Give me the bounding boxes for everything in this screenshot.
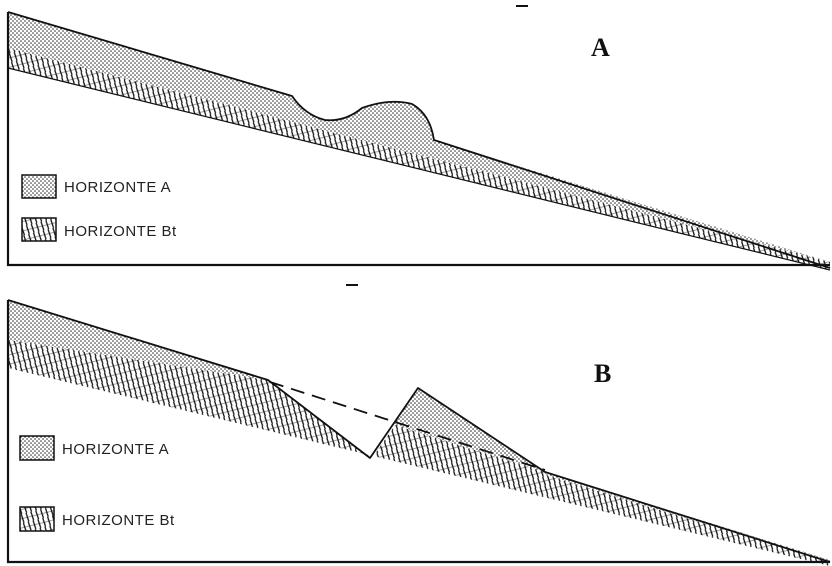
panel-b: B HORIZONTE A HORIZONTE Bt xyxy=(8,285,830,566)
panel-a-legend: HORIZONTE A HORIZONTE Bt xyxy=(22,175,177,241)
legend-label-horizonte-a: HORIZONTE A xyxy=(62,441,169,458)
legend-swatch-horizonte-a xyxy=(20,436,54,460)
legend-label-horizonte-bt: HORIZONTE Bt xyxy=(64,223,177,240)
legend-label-horizonte-a: HORIZONTE A xyxy=(64,179,171,196)
legend-swatch-horizonte-a xyxy=(22,175,56,198)
legend-label-horizonte-bt: HORIZONTE Bt xyxy=(62,512,175,529)
panel-a: A HORIZONTE A HORIZONTE Bt xyxy=(8,6,830,270)
panel-b-legend: HORIZONTE A HORIZONTE Bt xyxy=(20,436,175,531)
panel-a-label: A xyxy=(591,33,610,62)
legend-swatch-horizonte-bt xyxy=(20,507,54,531)
legend-swatch-horizonte-bt xyxy=(22,218,56,241)
panel-b-label: B xyxy=(594,359,611,388)
